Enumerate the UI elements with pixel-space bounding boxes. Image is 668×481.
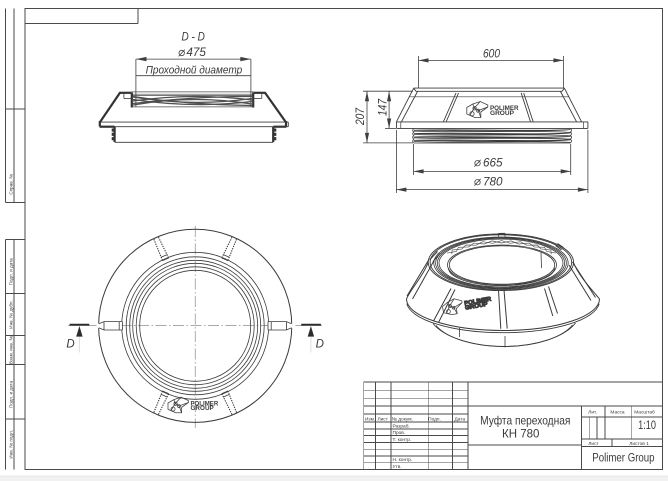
svg-text:Листов 1: Листов 1 bbox=[629, 441, 649, 447]
svg-text:Проходной диаметр: Проходной диаметр bbox=[146, 64, 243, 76]
svg-text:147: 147 bbox=[378, 98, 390, 116]
svg-text:Изм.: Изм. bbox=[365, 416, 375, 422]
svg-text:Лист: Лист bbox=[588, 441, 599, 447]
svg-text:780: 780 bbox=[483, 177, 503, 189]
svg-text:№ докум.: № докум. bbox=[392, 416, 413, 422]
svg-text:Утв.: Утв. bbox=[393, 464, 402, 470]
svg-text:КН 780: КН 780 bbox=[502, 428, 540, 441]
svg-text:Подп.: Подп. bbox=[428, 416, 441, 422]
svg-text:Муфта переходная: Муфта переходная bbox=[480, 415, 570, 428]
svg-text:Лист: Лист bbox=[377, 416, 388, 422]
svg-text:Масса: Масса bbox=[610, 409, 625, 415]
svg-text:Т. контр.: Т. контр. bbox=[393, 437, 412, 443]
svg-text:Пров.: Пров. bbox=[393, 430, 406, 436]
svg-text:Н. контр.: Н. контр. bbox=[393, 457, 413, 463]
svg-text:Масштаб: Масштаб bbox=[634, 409, 655, 415]
svg-text:Лит.: Лит. bbox=[588, 409, 597, 415]
svg-text:1:10: 1:10 bbox=[638, 419, 656, 432]
svg-text:475: 475 bbox=[186, 47, 206, 59]
svg-text:600: 600 bbox=[483, 49, 501, 61]
svg-text:Взам. инв. №: Взам. инв. № bbox=[8, 336, 13, 365]
svg-text:Подп. и дата: Подп. и дата bbox=[8, 381, 13, 409]
svg-text:Справ. №: Справ. № bbox=[8, 174, 13, 195]
svg-text:665: 665 bbox=[483, 158, 503, 170]
svg-text:Подп. и дата: Подп. и дата bbox=[8, 258, 13, 286]
svg-text:Инв. № дубл.: Инв. № дубл. bbox=[8, 300, 13, 328]
svg-text:Polimer Group: Polimer Group bbox=[592, 451, 654, 465]
svg-text:D: D bbox=[66, 339, 74, 351]
svg-text:Инв. № подл.: Инв. № подл. bbox=[8, 430, 13, 459]
svg-text:207: 207 bbox=[355, 107, 367, 125]
svg-text:D - D: D - D bbox=[182, 32, 205, 44]
svg-text:Разраб.: Разраб. bbox=[393, 423, 410, 429]
svg-text:Дата: Дата bbox=[454, 416, 465, 422]
svg-text:D: D bbox=[316, 339, 324, 351]
